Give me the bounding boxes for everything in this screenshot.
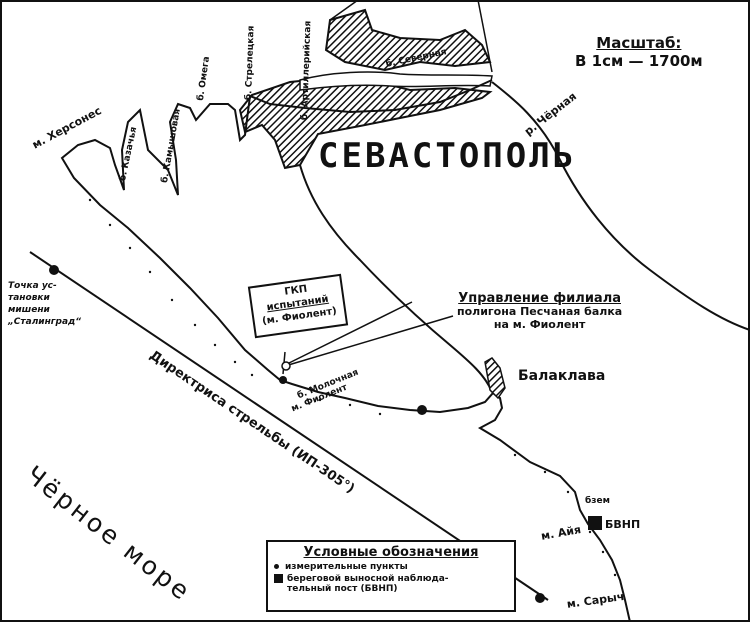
legend-dot-symbol xyxy=(274,564,279,569)
north-side-area xyxy=(324,8,492,72)
plateau-boundary xyxy=(299,164,493,393)
balaklava-bay xyxy=(484,357,506,400)
legend-item-bvnp: береговой выносной наблюда- тельный пост… xyxy=(274,574,508,594)
target-line-4: „Сталинград“ xyxy=(8,317,82,327)
admin-line-2: полигона Песчаная балка xyxy=(457,305,623,318)
north-bay-water xyxy=(299,71,493,91)
fiolent-point-marker xyxy=(281,361,291,371)
measuring-point-sarych xyxy=(535,593,545,603)
admin-line-1: Управление филиала xyxy=(458,291,621,306)
target-line-2: тановки xyxy=(8,293,50,303)
bvnp-label: БВНП xyxy=(605,518,641,531)
target-line-1: Точка ус- xyxy=(8,281,57,291)
bvnp-square-marker xyxy=(588,516,602,530)
target-point-marker xyxy=(49,265,59,275)
city-label-sevastopol: СЕВАСТОПОЛЬ xyxy=(318,136,577,176)
scale-title: Масштаб: xyxy=(596,34,682,52)
legend-item-label: береговой выносной наблюда- xyxy=(287,574,449,584)
legend-item-measuring-points: измерительные пункты xyxy=(274,562,508,572)
bzem-label: бзем xyxy=(585,496,610,506)
admin-label: Управление филиала полигона Песчаная бал… xyxy=(457,292,622,331)
shore-stipple xyxy=(88,198,617,577)
legend-item-label: измерительные пункты xyxy=(285,562,408,572)
legend-square-symbol xyxy=(274,574,283,583)
balaklava-label: Балаклава xyxy=(518,368,606,384)
scale-value: В 1см — 1700м xyxy=(575,52,703,70)
gkp-marker xyxy=(279,376,287,384)
map-scale: Масштаб: В 1см — 1700м xyxy=(575,34,703,70)
coastline xyxy=(60,79,631,622)
target-point-label: Точка ус- тановки мишени „Сталинград“ xyxy=(8,280,81,328)
legend-title: Условные обозначения xyxy=(303,545,479,560)
target-line-3: мишени xyxy=(8,305,50,315)
measuring-point-molochnaya xyxy=(417,405,427,415)
river-chernaya xyxy=(491,81,750,331)
admin-line-3: на м. Фиолент xyxy=(493,318,586,331)
map-legend: Условные обозначения измерительные пункт… xyxy=(266,540,516,612)
legend-item-label: тельный пост (БВНП) xyxy=(287,584,398,594)
